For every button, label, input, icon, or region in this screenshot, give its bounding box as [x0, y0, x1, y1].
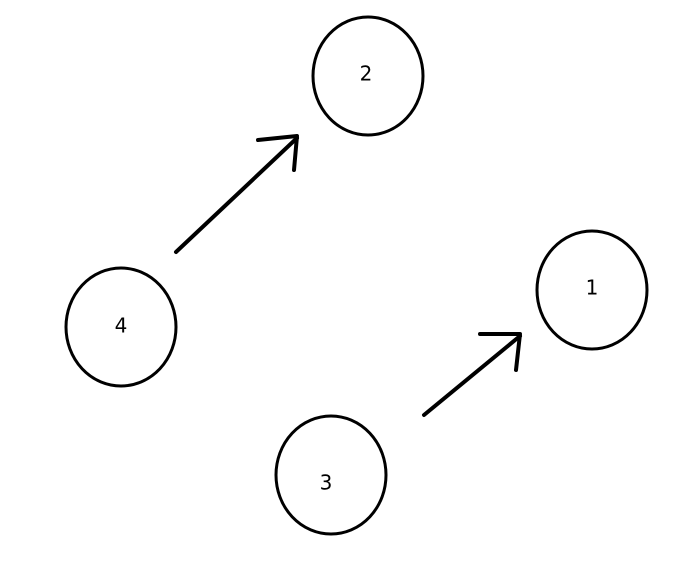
edge-3-to-1 [422, 332, 522, 417]
edge-4-to-2-shaft [174, 136, 299, 254]
node-1-circle [535, 229, 649, 351]
node-2-label: 2 [360, 62, 373, 86]
node-3: 3 [274, 414, 388, 536]
node-4-label: 4 [115, 314, 128, 338]
node-3-circle [274, 414, 388, 536]
edge-4-to-2 [174, 134, 299, 254]
node-1-label: 1 [586, 276, 599, 300]
node-2: 2 [311, 15, 425, 137]
edge-3-to-1-arrowhead [478, 332, 522, 372]
node-4: 4 [64, 266, 178, 388]
edge-3-to-1-shaft [422, 334, 522, 417]
node-3-label: 3 [320, 471, 333, 495]
edge-4-to-2-arrowhead [256, 134, 299, 172]
node-4-circle [64, 266, 178, 388]
node-2-circle [311, 15, 425, 137]
node-1: 1 [535, 229, 649, 351]
